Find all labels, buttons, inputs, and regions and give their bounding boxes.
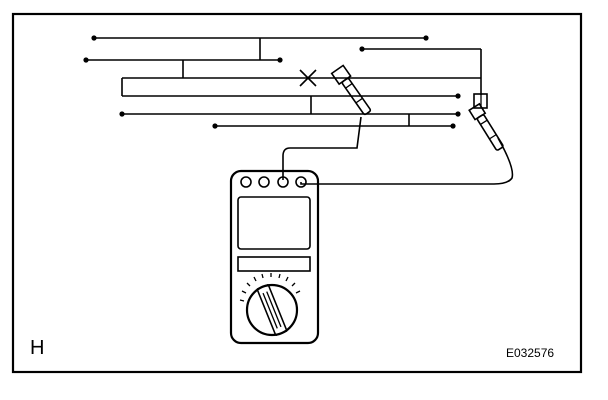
meter-dial-pointer: [256, 284, 288, 336]
probe-positive-tip: [330, 64, 352, 86]
meter-mode-strip: [237, 256, 311, 272]
test-probe-positive: [330, 64, 372, 116]
meter-terminal-4: [295, 176, 307, 188]
wire-main-end: [455, 93, 461, 99]
meter-case: [229, 169, 320, 345]
test-probe-negative: [468, 102, 504, 151]
meter-terminals: [240, 176, 307, 188]
meter-terminal-3: [277, 176, 289, 188]
wire-4-end-right: [450, 123, 456, 129]
wire-4-end-left: [212, 123, 218, 129]
meter-dial: [245, 283, 299, 337]
wire-1-end-left: [91, 35, 97, 41]
probe-negative-body: [476, 114, 504, 151]
meter-terminal-1: [240, 176, 252, 188]
meter-display: [237, 196, 311, 250]
figure-frame: [11, 12, 583, 374]
panel-letter: H: [30, 337, 44, 359]
wire-2-end-right: [277, 57, 283, 63]
x-mark-icon: [299, 69, 317, 87]
lead-negative: [300, 137, 514, 185]
wire-feed-end: [359, 46, 365, 52]
wire-1-end-right: [423, 35, 429, 41]
lead-positive: [282, 116, 362, 180]
wire-3-end-right: [455, 111, 461, 117]
multimeter-icon: [229, 169, 320, 345]
meter-range-ticks: [239, 273, 301, 302]
meter-terminal-2: [258, 176, 270, 188]
probe-negative-tip: [468, 102, 487, 121]
wire-2-end-left: [83, 57, 89, 63]
wire-3-end-left: [119, 111, 125, 117]
probe-positive-body: [341, 77, 372, 116]
figure-code: E032576: [506, 346, 554, 360]
wiring-harness: [83, 35, 482, 129]
